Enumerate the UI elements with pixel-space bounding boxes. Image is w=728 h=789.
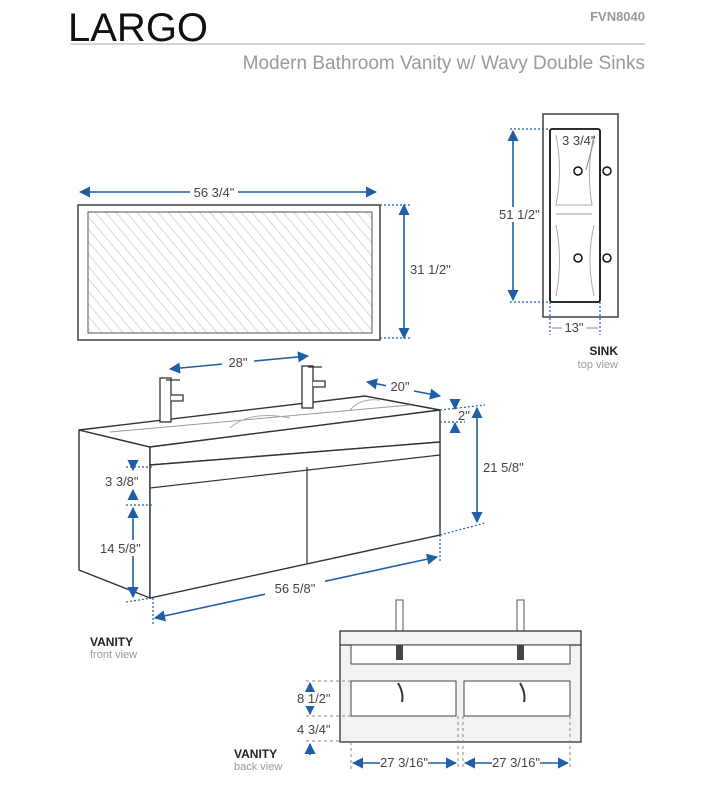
- back-left-width-label: 27 3/16": [380, 755, 428, 770]
- mirror-drawing: [77, 184, 410, 341]
- sink-view: top view: [578, 359, 618, 371]
- model-number: FVN8040: [590, 9, 645, 24]
- vanity-front-view: front view: [90, 649, 137, 661]
- mirror-height-label: 31 1/2": [410, 262, 451, 277]
- vanity-back-title: VANITY: [234, 747, 277, 761]
- drawer-height-label: 3 3/8": [105, 474, 139, 489]
- vanity-front-title: VANITY: [90, 635, 133, 649]
- mirror-width-label: 56 3/4": [194, 185, 235, 200]
- vanity-back-drawing: [294, 599, 582, 770]
- back-upper-height-label: 8 1/2": [297, 691, 331, 706]
- back-lower-height-label: 4 3/4": [297, 722, 331, 737]
- vanity-front-drawing: [78, 351, 520, 625]
- sink-depth-label: 3 3/4": [562, 133, 596, 148]
- vanity-width-label: 56 5/8": [275, 581, 316, 596]
- sink-width-label: 13": [564, 320, 583, 335]
- sink-length-label: 51 1/2": [499, 207, 540, 222]
- sink-drawing: [498, 113, 619, 335]
- total-height-label: 21 5/8": [483, 460, 524, 475]
- product-title: LARGO: [68, 6, 208, 50]
- depth-label: 20": [390, 379, 409, 394]
- counter-thickness-label: 2": [458, 408, 470, 423]
- vanity-back-view: back view: [234, 761, 282, 773]
- back-right-width-label: 27 3/16": [492, 755, 540, 770]
- product-subtitle: Modern Bathroom Vanity w/ Wavy Double Si…: [243, 53, 645, 74]
- sink-title: SINK: [589, 344, 618, 358]
- door-height-label: 14 5/8": [100, 541, 141, 556]
- faucet-spacing-label: 28": [228, 355, 247, 370]
